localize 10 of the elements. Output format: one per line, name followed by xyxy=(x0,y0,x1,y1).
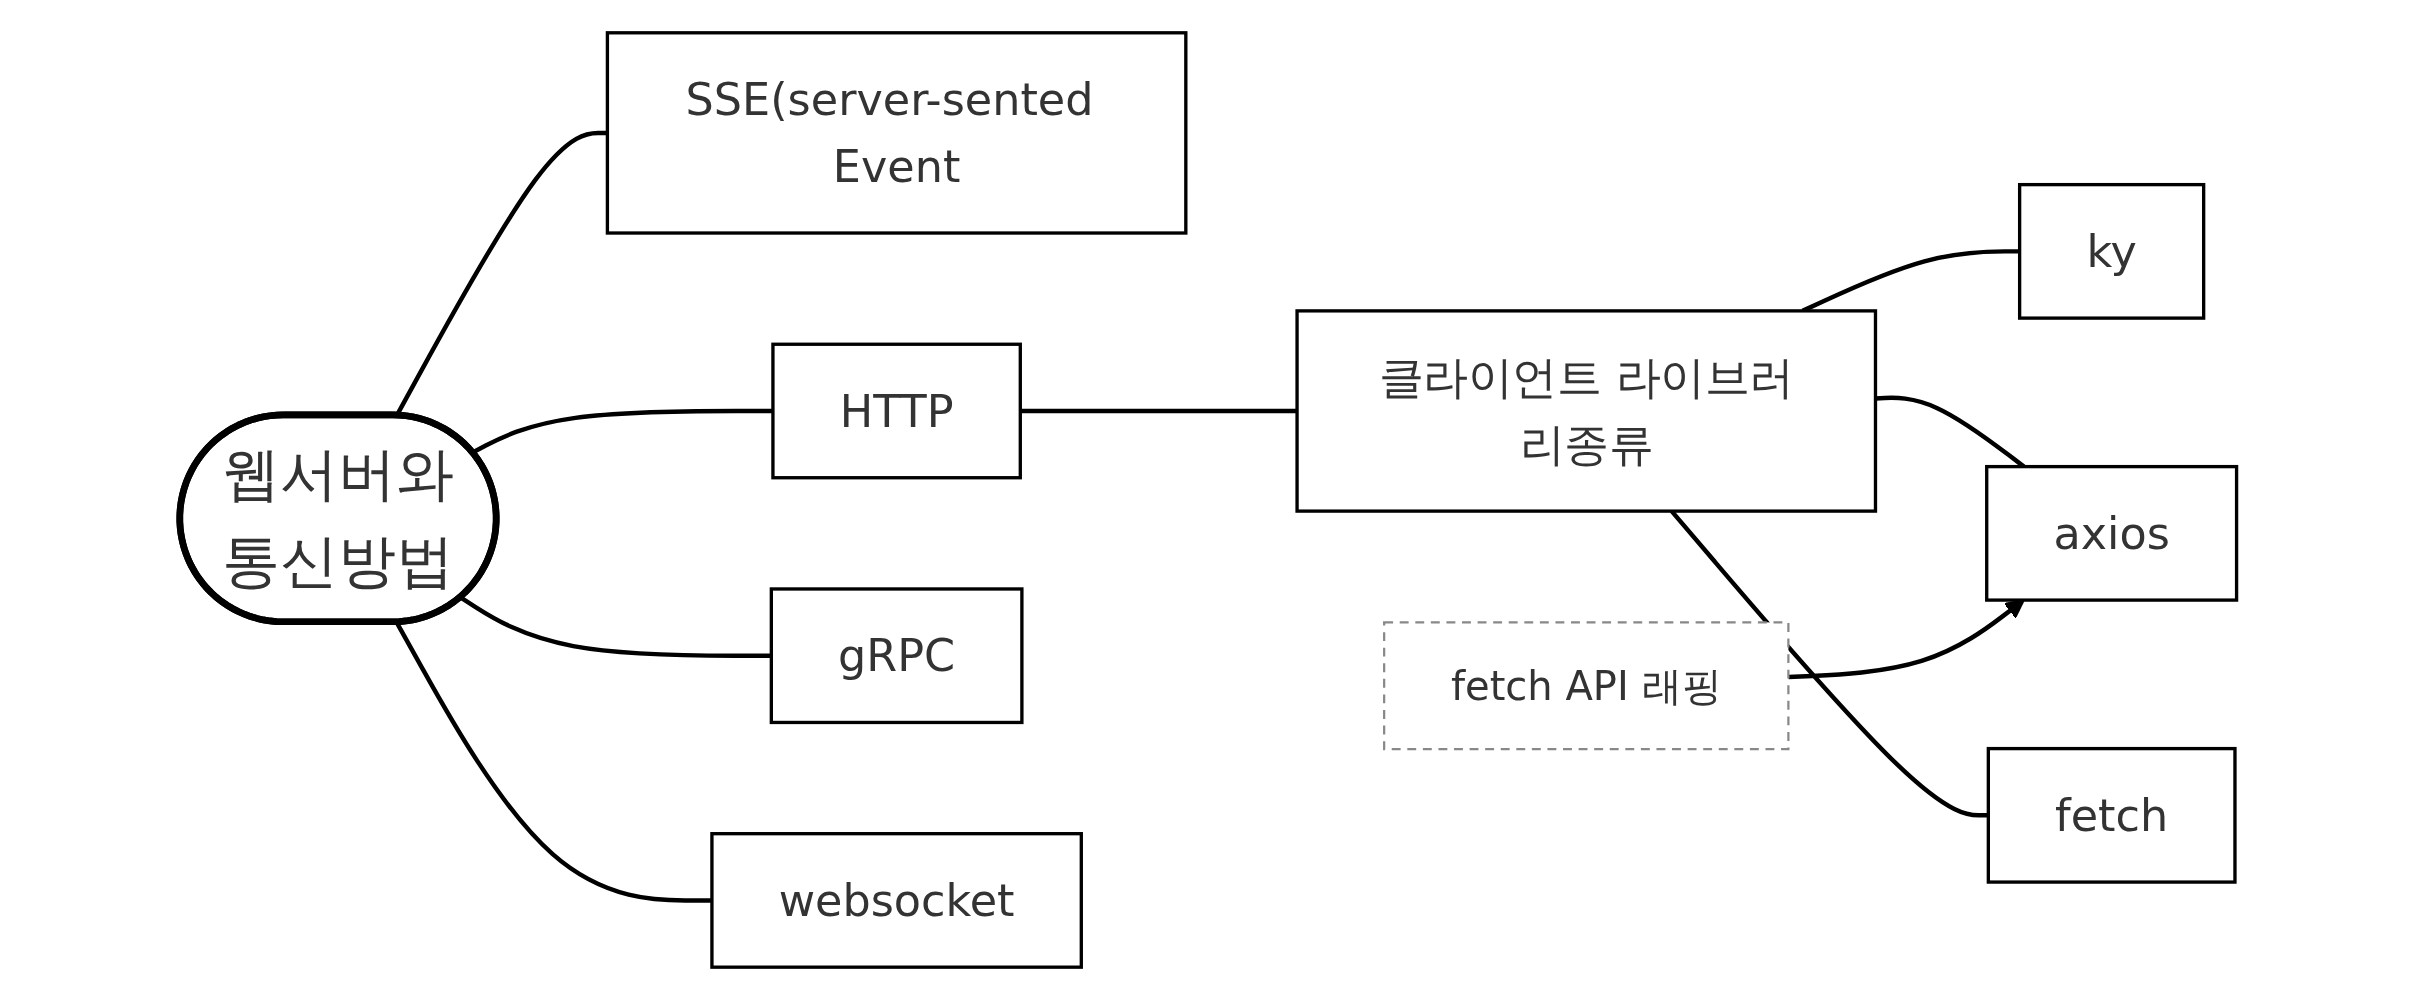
node-box: websocket xyxy=(710,832,1083,969)
node-box: 클라이언트 라이브러리종류 xyxy=(1295,309,1877,513)
node-box: gRPC xyxy=(769,587,1024,725)
node-box: HTTP xyxy=(771,342,1022,480)
connector xyxy=(1020,408,1297,414)
node-box: SSE(server-sented Event xyxy=(605,31,1188,235)
node-box: axios xyxy=(1984,464,2239,602)
node-box: fetch xyxy=(1986,746,2237,884)
node-box: fetch API 래핑 xyxy=(1382,621,1790,751)
node-box: ky xyxy=(2017,183,2206,320)
